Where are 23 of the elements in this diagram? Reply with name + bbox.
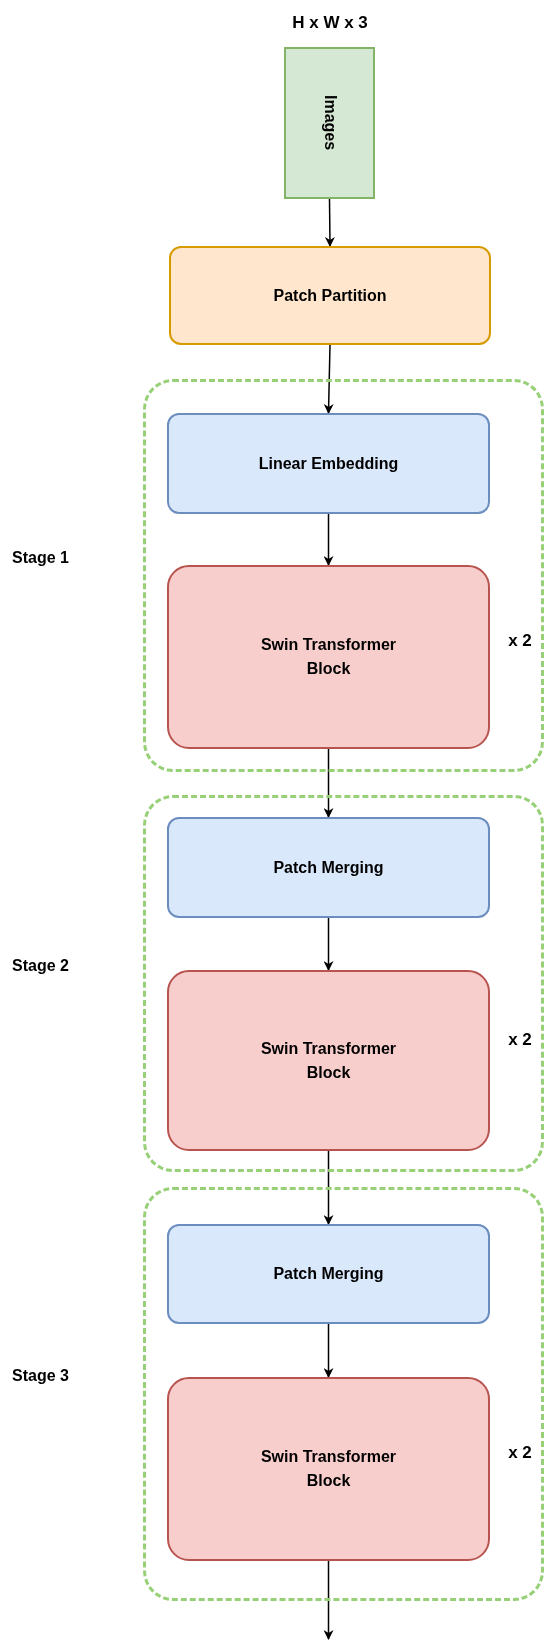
process-box: Patch Partition: [169, 246, 491, 345]
input-box: Images: [284, 47, 375, 199]
arrow: [323, 917, 334, 971]
process-box: Swin Transformer Block: [167, 565, 490, 749]
arrow: [323, 513, 334, 566]
process-box: Swin Transformer Block: [167, 970, 490, 1151]
arrow: [323, 1150, 334, 1225]
arrow: [323, 344, 334, 414]
arrow: [323, 1323, 334, 1378]
process-box: Patch Merging: [167, 1224, 490, 1324]
stage-label: Stage 2: [12, 955, 69, 976]
beside-label: x 2: [507, 1442, 533, 1464]
arrow: [323, 748, 334, 818]
beside-label: H x W x 3: [291, 12, 369, 34]
process-box: Linear Embedding: [167, 413, 490, 514]
stage-label: Stage 1: [12, 547, 69, 568]
arrow: [324, 198, 335, 247]
beside-label: x 2: [507, 630, 533, 652]
process-box: Swin Transformer Block: [167, 1377, 490, 1561]
process-box: Patch Merging: [167, 817, 490, 918]
stage-label: Stage 3: [12, 1366, 69, 1386]
beside-label: x 2: [507, 1029, 533, 1051]
arrow: [323, 1560, 334, 1640]
